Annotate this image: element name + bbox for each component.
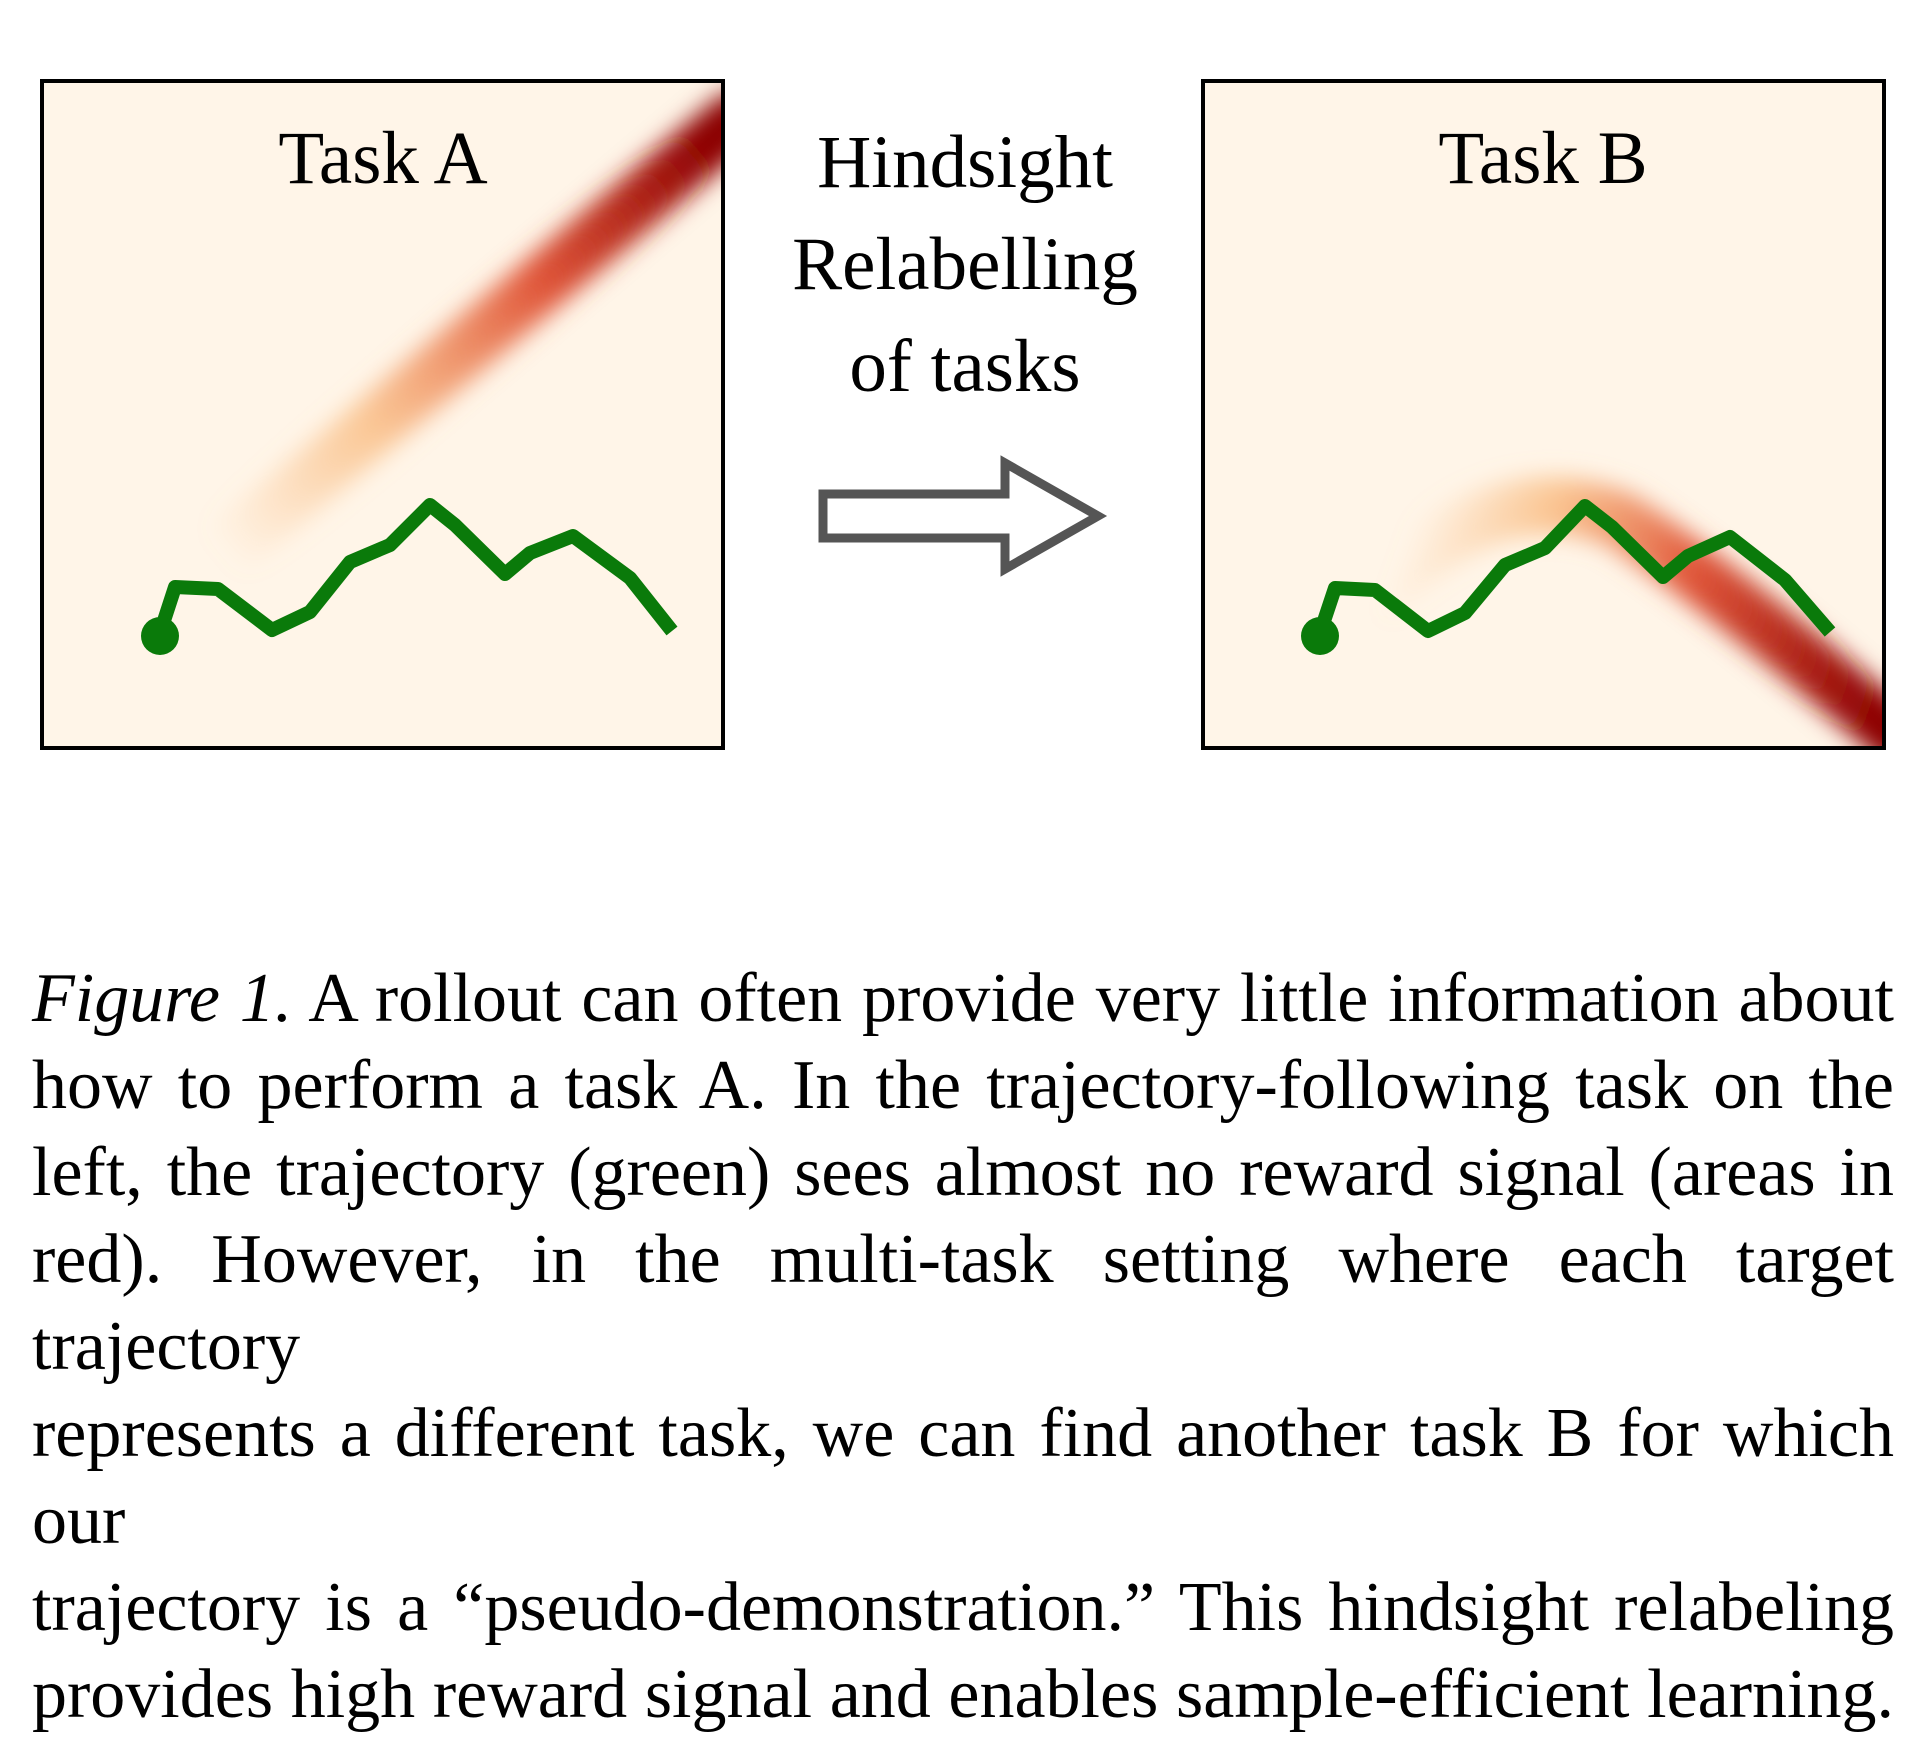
relabel-label-line-1: Hindsight bbox=[817, 121, 1113, 204]
right-arrow-icon bbox=[818, 455, 1108, 577]
panel-b-trajectory bbox=[1313, 499, 1836, 638]
panel-a-trajectory bbox=[153, 498, 678, 637]
caption-line: Figure 1. A rollout can often provide ve… bbox=[32, 955, 1894, 1042]
panel-a-frame bbox=[40, 79, 725, 750]
figure-graphic: Task A Hindsight Relabelling of tasks Ta… bbox=[40, 79, 1886, 750]
panel-b-reward-band bbox=[1352, 477, 1884, 748]
figure-caption: Figure 1. A rollout can often provide ve… bbox=[32, 955, 1894, 1738]
caption-line-text: A rollout can often provide very little … bbox=[308, 960, 1894, 1037]
relabel-label-line-2: Relabelling bbox=[792, 223, 1138, 306]
caption-line: provides high reward signal and enables … bbox=[32, 1656, 1894, 1733]
panel-b-frame bbox=[1201, 79, 1886, 750]
caption-line: represents a different task, we can find… bbox=[32, 1395, 1894, 1559]
panel-b-start-point bbox=[1301, 617, 1339, 655]
caption-line: red). However, in the multi-task setting… bbox=[32, 1221, 1894, 1385]
panel-task-a: Task A bbox=[40, 79, 725, 750]
relabel-label: Hindsight Relabelling of tasks bbox=[792, 121, 1138, 408]
caption-line: how to perform a task A. In the trajecto… bbox=[32, 1047, 1894, 1124]
caption-line: trajectory is a “pseudo-demonstration.” … bbox=[32, 1569, 1894, 1646]
panel-task-b: Task B bbox=[1201, 79, 1886, 750]
caption-line: left, the trajectory (green) sees almost… bbox=[32, 1134, 1894, 1211]
panel-a-title: Task A bbox=[278, 117, 487, 200]
figure-label: Figure 1. bbox=[32, 960, 293, 1037]
panel-b-title: Task B bbox=[1438, 117, 1647, 200]
relabel-label-line-3: of tasks bbox=[849, 325, 1080, 408]
panel-a-reward-band bbox=[187, 94, 723, 588]
panel-a-start-point bbox=[141, 617, 179, 655]
